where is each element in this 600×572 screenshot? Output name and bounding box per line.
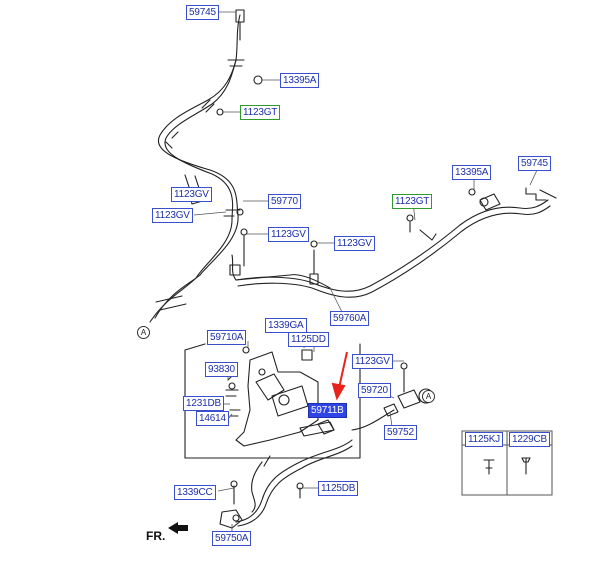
part-label-1125db[interactable]: 1125DB [318, 481, 359, 496]
part-label-1123gv-a[interactable]: 1123GV [171, 187, 212, 202]
part-label-14614[interactable]: 14614 [196, 411, 229, 426]
part-label-59770[interactable]: 59770 [268, 194, 301, 209]
part-label-59752[interactable]: 59752 [384, 425, 417, 440]
part-label-59710a[interactable]: 59710A [207, 330, 247, 345]
part-label-1123gv-d[interactable]: 1123GV [334, 236, 375, 251]
part-label-1123gv-b[interactable]: 1123GV [152, 208, 193, 223]
part-label-1339ga[interactable]: 1339GA [265, 318, 307, 333]
front-direction-label: FR. [146, 529, 166, 543]
part-label-1123gv-e[interactable]: 1123GV [352, 354, 393, 369]
part-label-1125dd[interactable]: 1125DD [288, 332, 329, 347]
part-label-59711b-highlighted[interactable]: 59711B [308, 403, 347, 418]
part-label-1123gt-top[interactable]: 1123GT [240, 105, 281, 120]
section-marker-a-right: A [422, 390, 435, 403]
pedal-bracket [235, 351, 319, 447]
cable-59750A [235, 439, 353, 523]
part-label-1231db[interactable]: 1231DB [183, 396, 224, 411]
part-label-93830[interactable]: 93830 [205, 362, 238, 377]
part-label-1125kj[interactable]: 1125KJ [465, 432, 503, 447]
part-label-1123gv-c[interactable]: 1123GV [268, 227, 309, 242]
part-label-13395a-right[interactable]: 13395A [452, 165, 492, 180]
part-label-59745-right[interactable]: 59745 [518, 156, 551, 171]
section-marker-a-left: A [137, 326, 150, 339]
part-label-1339cc[interactable]: 1339CC [174, 485, 216, 500]
part-label-1123gt-right[interactable]: 1123GT [392, 194, 433, 209]
part-label-1229cb[interactable]: 1229CB [509, 432, 550, 447]
part-label-59720[interactable]: 59720 [358, 383, 391, 398]
part-label-59750a[interactable]: 59750A [212, 531, 252, 546]
cable-59760A [235, 199, 549, 292]
cable-59770 [154, 14, 241, 319]
part-label-13395a-top[interactable]: 13395A [280, 73, 320, 88]
part-label-59745-top[interactable]: 59745 [186, 5, 219, 20]
part-label-59760a[interactable]: 59760A [330, 311, 370, 326]
